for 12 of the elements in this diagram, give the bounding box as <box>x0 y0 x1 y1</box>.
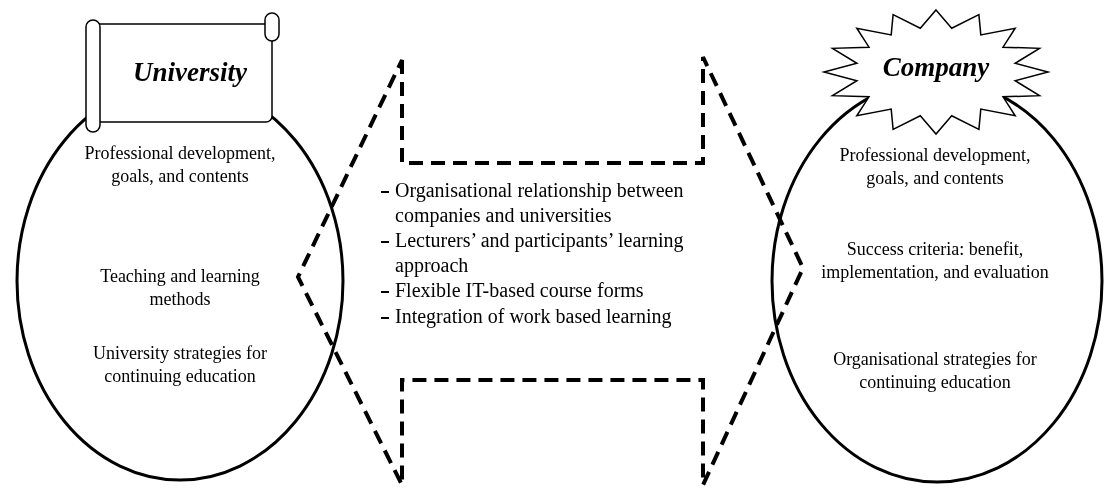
list-item: Integration of work based learning <box>395 304 673 329</box>
body-text: Organisational strategies for continuing education <box>832 348 1038 394</box>
list-item: Flexible IT-based course forms <box>395 278 645 303</box>
body-text: Professional development, goals, and contents <box>83 142 277 188</box>
body-text: Professional development, goals, and contents <box>838 144 1032 190</box>
body-text: Teaching and learning methods <box>99 265 261 311</box>
list-item: Lecturers’ and participants’ learning approach <box>395 228 685 278</box>
body-text: Success criteria: benefit, implementation, and evaluation <box>820 238 1050 284</box>
body-text: University strategies for continuing education <box>92 342 268 388</box>
heading-text: University <box>132 57 248 88</box>
list-item: Organisational relationship between companies and universities <box>395 178 685 228</box>
heading-text: Company <box>881 52 991 83</box>
